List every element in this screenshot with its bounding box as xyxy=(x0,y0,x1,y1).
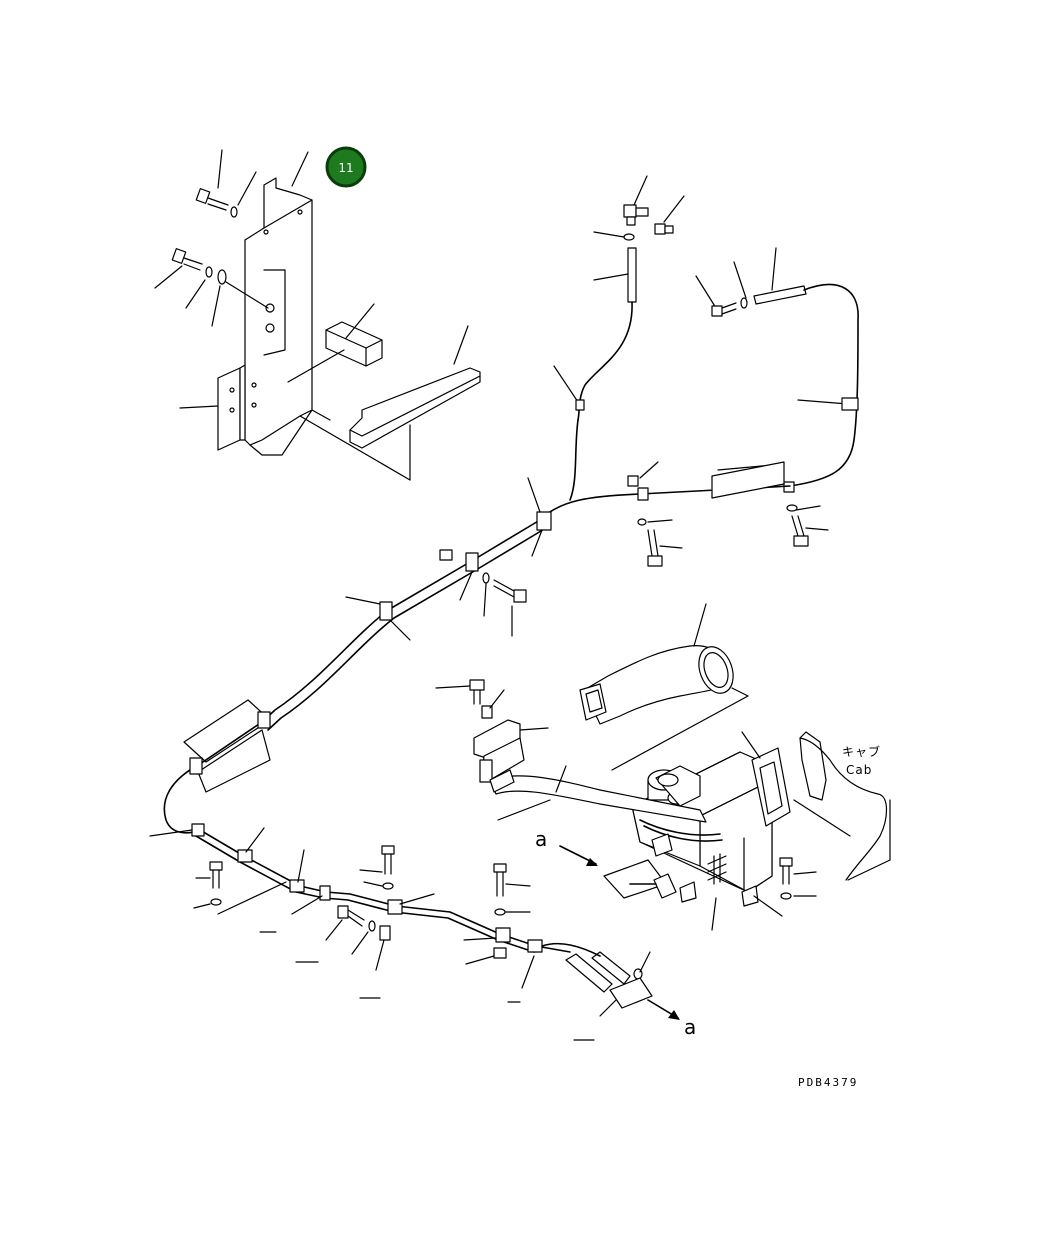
bolt-heater-right xyxy=(779,857,793,885)
washer-far-right xyxy=(786,504,798,512)
leader-lines-top-left xyxy=(154,149,469,409)
hose-end-lower xyxy=(541,942,601,957)
clamp-bottom-4 xyxy=(319,885,331,901)
hose-sleeve-lower-1 xyxy=(565,953,613,993)
clip-bottom xyxy=(379,925,391,941)
heater-grille xyxy=(707,853,727,885)
washer-mid-right xyxy=(637,518,647,526)
hose-sleeve-diagonal xyxy=(753,285,807,305)
drain-hose-main-upper-b xyxy=(267,527,547,731)
hose-sleeve-vertical xyxy=(627,247,637,303)
bolt-mid-right xyxy=(647,529,663,567)
connector-fitting xyxy=(654,223,674,235)
bolt-1 xyxy=(195,188,229,211)
clamp-bottom-6 xyxy=(495,927,511,943)
bolt-far-right xyxy=(791,515,809,547)
air-duct-elbow xyxy=(579,603,749,771)
nut-top xyxy=(481,705,493,719)
arrow-a-start xyxy=(559,845,598,866)
drain-hose-bottom xyxy=(199,829,571,953)
washer-3 xyxy=(217,269,227,285)
mounting-plate xyxy=(349,367,481,449)
badge-number: 11 xyxy=(338,161,353,175)
washer-right-top xyxy=(740,297,748,309)
clamp-bottom-3 xyxy=(289,879,305,893)
bolt-bottom-1 xyxy=(209,861,223,889)
label-a-start: a xyxy=(535,827,547,851)
clamp-mid-right xyxy=(637,487,649,501)
drawing-code: PDB4379 xyxy=(798,1076,858,1089)
washer-bottom-3 xyxy=(494,908,506,916)
filter-plate xyxy=(741,731,791,827)
drain-hose-main-lower xyxy=(163,721,263,834)
washer-bottom-2 xyxy=(382,882,394,890)
hose-end-plate xyxy=(609,977,653,1009)
cab-label-jp: キャブ xyxy=(842,744,881,759)
clamp-main-3 xyxy=(379,601,393,621)
clamp-loop xyxy=(841,397,859,411)
elbow-fitting xyxy=(623,204,649,226)
screw-top xyxy=(469,679,485,705)
washer-heater-right xyxy=(780,892,792,900)
bolt-mid xyxy=(493,579,527,603)
heater-hose xyxy=(489,765,707,823)
heater-unit xyxy=(603,751,773,907)
arrow-a-end xyxy=(647,999,680,1020)
callout-badge[interactable]: 11 xyxy=(325,146,367,188)
washer-bottom-4 xyxy=(368,920,376,932)
hose-mount-bracket xyxy=(473,719,549,793)
hose-clip-a xyxy=(575,399,585,411)
drain-hose-main-upper xyxy=(261,519,541,723)
clamp-bottom-5 xyxy=(387,899,403,915)
drain-hose-loop xyxy=(789,283,859,487)
clamp-main-2 xyxy=(465,552,479,572)
drain-hose-upper xyxy=(577,301,633,421)
bolt-bottom-3 xyxy=(493,863,507,897)
washer-2 xyxy=(205,266,213,278)
leader-lines-main xyxy=(345,477,543,641)
clamp-main-1 xyxy=(536,511,552,531)
bolt-2 xyxy=(171,248,203,271)
washer-bottom-1 xyxy=(210,898,222,906)
nut-mid xyxy=(439,549,453,561)
drain-hose-upper-2 xyxy=(569,419,579,501)
drain-hose-horizontal xyxy=(539,485,791,521)
label-a-end: a xyxy=(684,1015,696,1039)
clamp-bottom-1 xyxy=(191,823,205,837)
washer-1 xyxy=(230,206,238,218)
bolt-bottom-2 xyxy=(381,845,395,875)
clamp-left-2 xyxy=(189,757,203,775)
hose-guard-box xyxy=(711,461,785,499)
washer-mid xyxy=(482,572,490,584)
clamp-left-1 xyxy=(257,711,271,729)
cab-label-en: Cab xyxy=(846,763,872,777)
clamp-bottom-2 xyxy=(237,849,253,863)
bolt-right-top xyxy=(711,302,737,317)
hose-clamp-top xyxy=(623,233,635,241)
nut-right xyxy=(627,475,639,487)
leader-lines-upper-right xyxy=(553,175,849,549)
leader-lines-bottom xyxy=(149,827,595,1041)
clamp-bottom-7 xyxy=(527,939,543,953)
bolt-bottom-4 xyxy=(337,905,365,927)
cab-wall xyxy=(793,731,891,881)
drain-hose-bottom-b xyxy=(195,835,535,953)
spacer-block xyxy=(325,321,383,367)
nut-bottom xyxy=(493,947,507,959)
